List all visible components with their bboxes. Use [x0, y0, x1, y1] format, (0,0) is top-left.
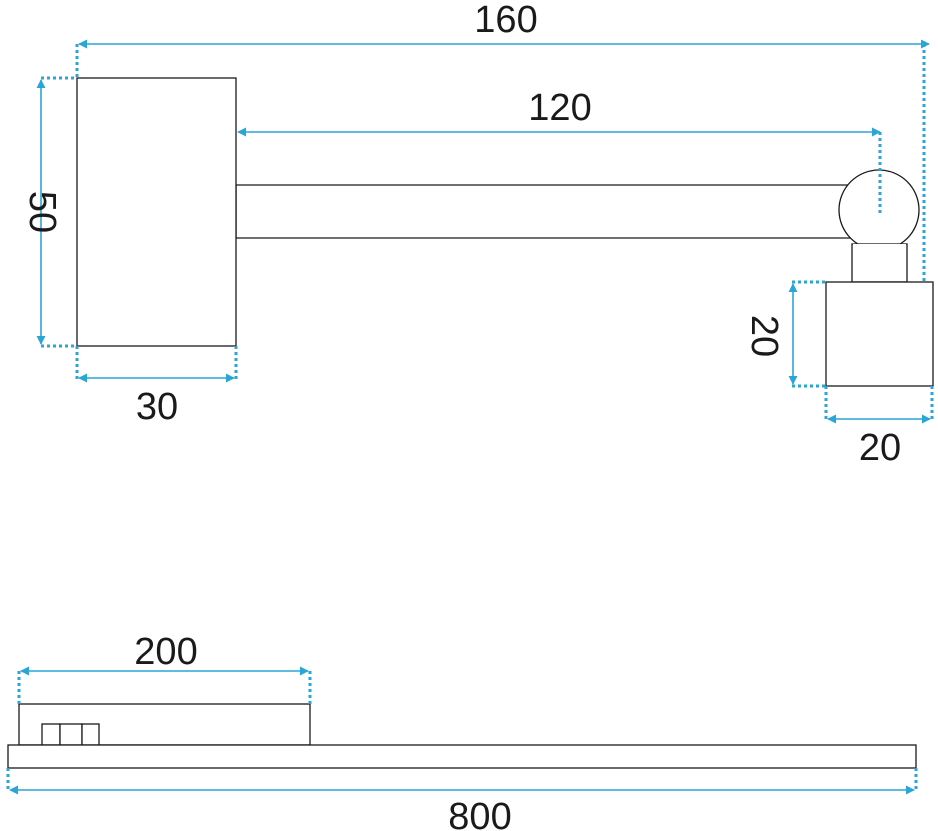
connector-block-right: [81, 723, 100, 746]
connector-block-middle: [59, 723, 83, 746]
dim-head-width: 20: [824, 386, 934, 469]
dim-label-50: 50: [21, 191, 63, 233]
dim-label-800: 800: [448, 796, 511, 831]
dim-overall-length: 160: [75, 0, 930, 282]
joint-neck: [851, 243, 908, 283]
dim-label-200: 200: [134, 631, 197, 673]
dim-arm-length: 120: [237, 87, 882, 214]
lamp-arm: [235, 184, 853, 239]
dim-label-20-vertical: 20: [743, 315, 785, 357]
top-view: 160 120 50 30: [21, 0, 934, 469]
connector-block-left: [41, 723, 61, 746]
fixture-body: [7, 744, 917, 769]
dim-label-160: 160: [474, 0, 537, 41]
dim-label-120: 120: [528, 87, 591, 129]
side-view: 200 800: [6, 631, 918, 831]
neck-fill: [853, 244, 906, 248]
dim-base-width: 30: [75, 346, 238, 428]
dim-mount-length: 200: [17, 631, 312, 704]
dim-label-20-horizontal: 20: [859, 427, 901, 469]
wall-base: [76, 77, 237, 347]
dim-label-30: 30: [136, 386, 178, 428]
dim-fixture-length: 800: [6, 768, 918, 831]
dim-head-height: 20: [743, 280, 826, 388]
dim-base-height: 50: [21, 76, 77, 348]
lamp-head: [825, 281, 934, 387]
